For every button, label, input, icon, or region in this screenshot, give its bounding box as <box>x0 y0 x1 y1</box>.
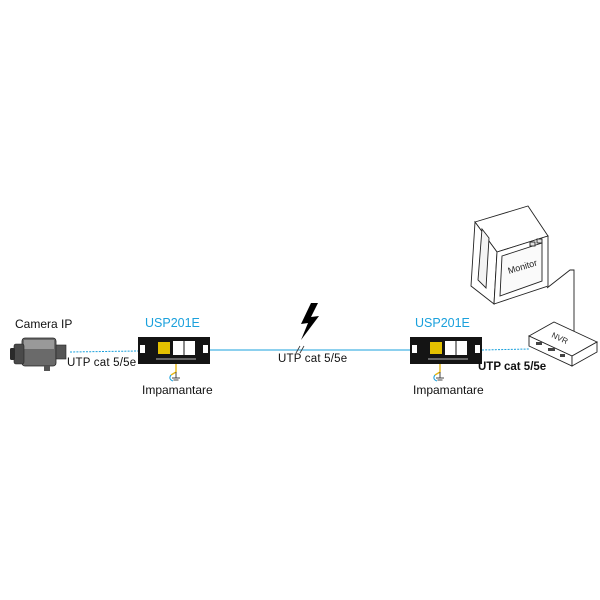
cable-left-label: UTP cat 5/5e <box>67 357 137 369</box>
ground-left-icon <box>172 372 180 381</box>
crt-monitor-icon <box>470 205 549 305</box>
ground-right-label: Impamantare <box>413 383 484 397</box>
surge-protector-left-icon <box>138 337 210 382</box>
surge-protector-right-icon <box>410 337 482 382</box>
cable-lines <box>69 269 575 354</box>
cable-right-device-to-nvr <box>481 348 530 351</box>
cable-middle-label: UTP cat 5/5e <box>278 353 348 365</box>
device-left-label: USP201E <box>145 316 200 330</box>
ground-left-label: Impamantare <box>142 383 213 397</box>
cable-camera-to-left-device <box>69 350 139 353</box>
cable-monitor-to-nvr <box>546 269 575 340</box>
ip-camera-icon <box>10 337 67 371</box>
device-right-label: USP201E <box>415 316 470 330</box>
lightning-bolt-icon <box>301 303 319 340</box>
cable-right-label: UTP cat 5/5e <box>478 361 547 373</box>
nvr-box-icon <box>528 321 598 367</box>
cable-break-mark <box>295 345 305 354</box>
camera-label: Camera IP <box>15 317 73 331</box>
ground-right-icon <box>436 372 444 381</box>
